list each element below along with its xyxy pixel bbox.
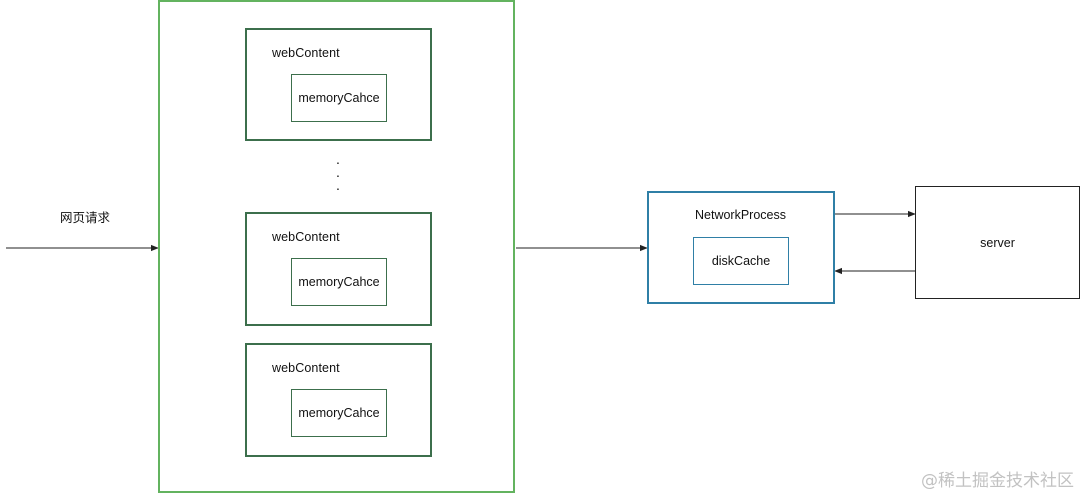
memory-cache-box: memoryCahce <box>291 389 387 437</box>
memory-cache-box: memoryCahce <box>291 258 387 306</box>
web-content-box: webContent memoryCahce <box>245 343 432 457</box>
web-content-label: webContent <box>272 230 340 244</box>
ellipsis-dot: · <box>335 154 341 170</box>
disk-cache-box: diskCache <box>693 237 789 285</box>
ellipsis-dot: · <box>335 167 341 183</box>
web-content-label: webContent <box>272 361 340 375</box>
renderer-container <box>158 0 515 493</box>
web-content-box: webContent memoryCahce <box>245 28 432 141</box>
server-box: server <box>915 186 1080 299</box>
ellipsis-dot: · <box>335 180 341 196</box>
ellipsis: · · · <box>328 154 348 196</box>
web-content-label: webContent <box>272 46 340 60</box>
memory-cache-box: memoryCahce <box>291 74 387 122</box>
web-content-box: webContent memoryCahce <box>245 212 432 326</box>
request-label: 网页请求 <box>60 211 111 225</box>
network-process-label: NetworkProcess <box>695 208 786 222</box>
watermark: @稀土掘金技术社区 <box>921 471 1074 491</box>
network-process-box: NetworkProcess diskCache <box>647 191 835 304</box>
server-label: server <box>980 235 1015 250</box>
